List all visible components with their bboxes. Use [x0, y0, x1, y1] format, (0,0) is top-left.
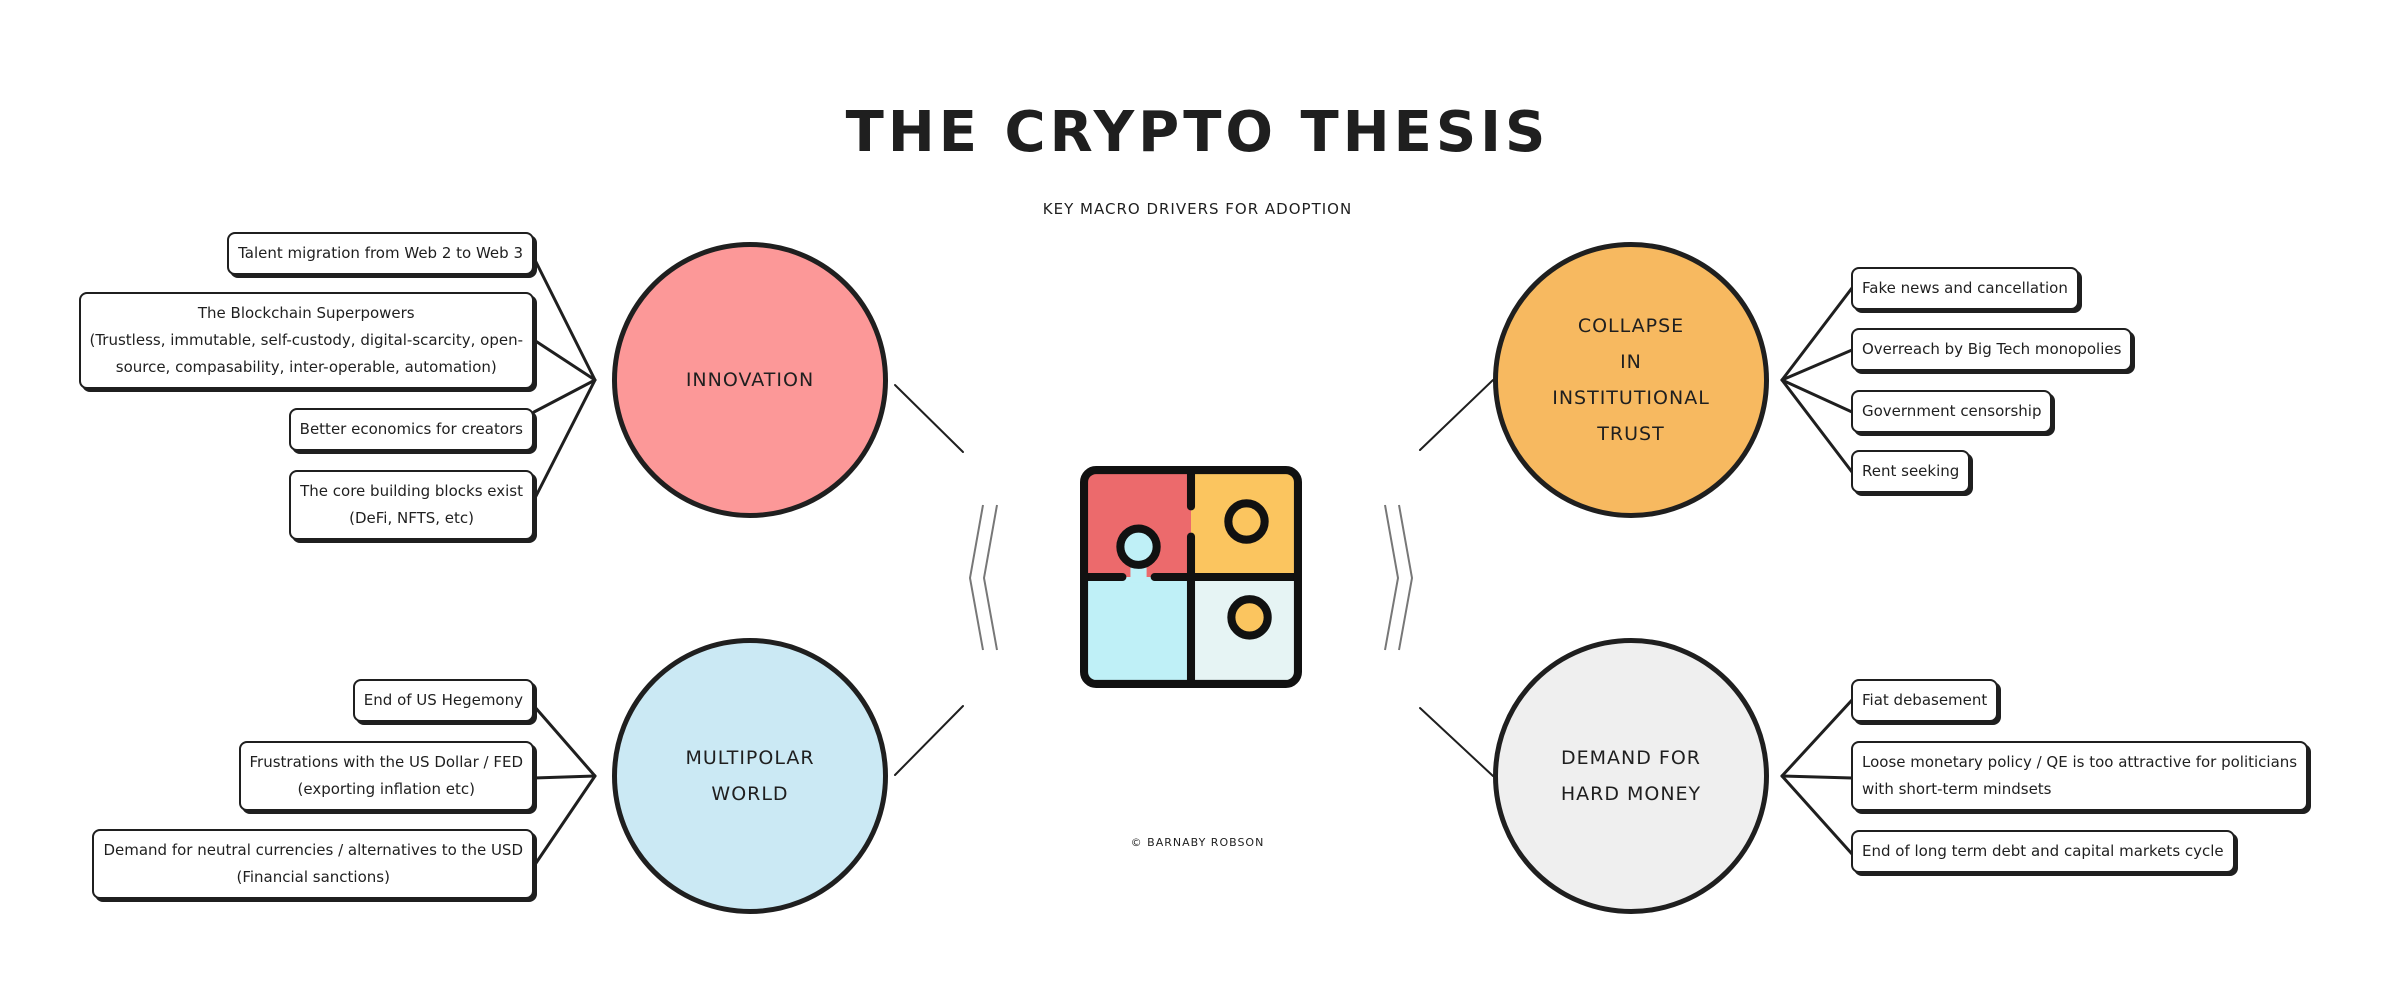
- item-text: Fake news and cancellation: [1862, 279, 2068, 297]
- collapse-item: Overreach by Big Tech monopolies: [1851, 328, 2133, 371]
- item-text: Fiat debasement: [1862, 691, 1988, 709]
- multipolar-item: Frustrations with the US Dollar / FED (e…: [238, 741, 534, 811]
- topic-collapse-label: TRUST: [1597, 423, 1665, 445]
- item-text: (DeFi, NFTS, etc): [349, 509, 474, 527]
- page-title: THE CRYPTO THESIS: [845, 100, 1550, 165]
- innovation-item: The Blockchain Superpowers (Trustless, i…: [78, 292, 534, 389]
- page-subtitle: KEY MACRO DRIVERS FOR ADOPTION: [1042, 200, 1353, 218]
- collapse-item: Fake news and cancellation: [1851, 267, 2079, 310]
- demand-item: Loose monetary policy / QE is too attrac…: [1851, 741, 2309, 811]
- item-text: End of US Hegemony: [363, 691, 523, 709]
- topic-innovation: INNOVATION: [612, 242, 888, 518]
- topic-collapse-label: COLLAPSE: [1577, 315, 1685, 337]
- topic-innovation-label: INNOVATION: [685, 369, 815, 391]
- topic-multipolar: MULTIPOLAR WORLD: [612, 638, 888, 914]
- topic-multipolar-label: MULTIPOLAR: [685, 747, 815, 769]
- demand-item: Fiat debasement: [1851, 679, 1999, 722]
- item-text: (Financial sanctions): [236, 868, 390, 886]
- topic-demand-label: DEMAND FOR: [1560, 747, 1701, 769]
- innovation-item: The core building blocks exist (DeFi, NF…: [289, 470, 534, 540]
- credit-text: © BARNABY ROBSON: [1130, 836, 1265, 849]
- item-text: End of long term debt and capital market…: [1862, 842, 2224, 860]
- item-text: Better economics for creators: [299, 420, 523, 438]
- innovation-item: Better economics for creators: [288, 408, 534, 451]
- puzzle-icon: [1080, 466, 1302, 688]
- item-text: Rent seeking: [1862, 462, 1960, 480]
- topic-demand-label: HARD MONEY: [1560, 783, 1702, 805]
- item-text: The Blockchain Superpowers: [197, 304, 415, 322]
- item-text: (exporting inflation etc): [297, 780, 475, 798]
- item-text: source, compasability, inter-operable, a…: [115, 358, 497, 376]
- item-text: The core building blocks exist: [300, 482, 523, 500]
- innovation-item: Talent migration from Web 2 to Web 3: [227, 232, 534, 275]
- topic-collapse: COLLAPSE IN INSTITUTIONAL TRUST: [1493, 242, 1769, 518]
- topic-collapse-label: INSTITUTIONAL: [1552, 387, 1710, 409]
- item-text: Talent migration from Web 2 to Web 3: [238, 244, 523, 262]
- demand-item: End of long term debt and capital market…: [1851, 830, 2235, 873]
- topic-multipolar-label: WORLD: [711, 783, 789, 805]
- item-text: Frustrations with the US Dollar / FED: [249, 753, 524, 771]
- item-text: (Trustless, immutable, self-custody, dig…: [89, 331, 524, 349]
- topic-collapse-label: IN: [1620, 351, 1642, 373]
- collapse-item: Rent seeking: [1851, 450, 1971, 493]
- collapse-item: Government censorship: [1851, 390, 2053, 433]
- item-text: Government censorship: [1862, 402, 2042, 420]
- item-text: Loose monetary policy / QE is too attrac…: [1862, 753, 2298, 771]
- multipolar-item: Demand for neutral currencies / alternat…: [92, 829, 534, 899]
- topic-demand: DEMAND FOR HARD MONEY: [1493, 638, 1769, 914]
- item-text: Overreach by Big Tech monopolies: [1862, 340, 2122, 358]
- item-text: Demand for neutral currencies / alternat…: [103, 841, 523, 859]
- item-text: with short-term mindsets: [1862, 780, 2052, 798]
- multipolar-item: End of US Hegemony: [352, 679, 534, 722]
